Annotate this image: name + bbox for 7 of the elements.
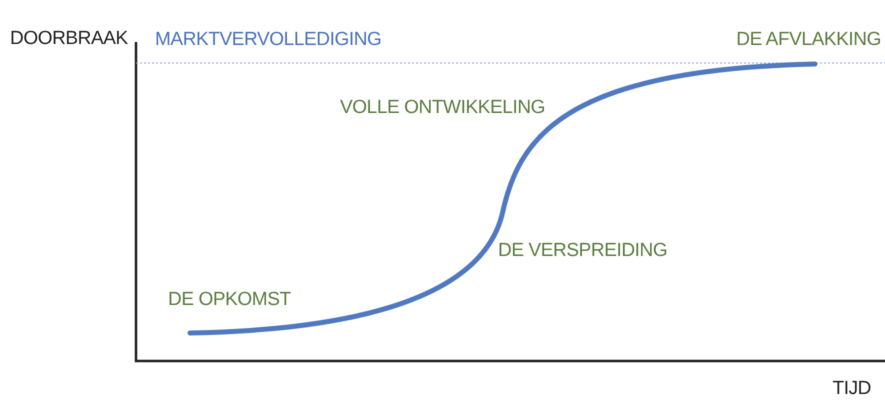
stage-label: VOLLE ONTWIKKELING [340,97,546,119]
axis-label: TIJD [832,378,871,400]
stage-label: DE VERSPREIDING [498,240,668,262]
level-label: MARKTVERVOLLEDIGING [155,29,382,51]
axis-label: DOORBRAAK [10,28,128,50]
stage-label: DE AFVLAKKING [736,29,881,51]
stage-label: DE OPKOMST [168,289,291,311]
